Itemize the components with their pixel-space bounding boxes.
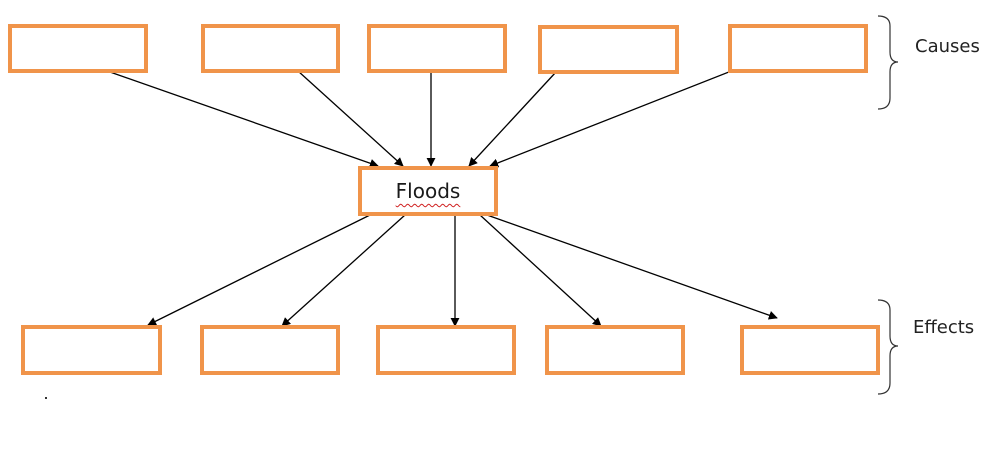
cause-box-4[interactable] (538, 25, 679, 74)
effect-box-1[interactable] (21, 325, 162, 375)
cause-arrow-5 (489, 54, 773, 168)
cause-box-3[interactable] (367, 24, 507, 73)
cause-arrow-4 (468, 71, 557, 167)
effect-arrow-2 (281, 214, 406, 327)
cause-box-2[interactable] (201, 24, 340, 73)
effect-arrow-4 (479, 214, 602, 327)
stray-dot (45, 397, 47, 399)
cause-arrow-1 (109, 71, 379, 168)
effect-arrow-1 (147, 214, 371, 326)
effects-bracket (877, 299, 899, 395)
effect-arrow-5 (486, 214, 778, 320)
effect-box-4[interactable] (545, 325, 685, 375)
center-topic-box: Floods (358, 166, 498, 216)
cause-box-5[interactable] (728, 24, 868, 73)
center-topic-label: Floods (395, 179, 461, 203)
effects-label: Effects (913, 317, 975, 338)
cause-arrow-2 (297, 70, 404, 167)
causes-label: Causes (915, 36, 980, 57)
causes-bracket (877, 15, 899, 110)
effect-box-2[interactable] (200, 325, 340, 375)
effect-box-3[interactable] (376, 325, 516, 375)
cause-box-1[interactable] (8, 24, 148, 73)
effect-box-5[interactable] (740, 325, 880, 375)
